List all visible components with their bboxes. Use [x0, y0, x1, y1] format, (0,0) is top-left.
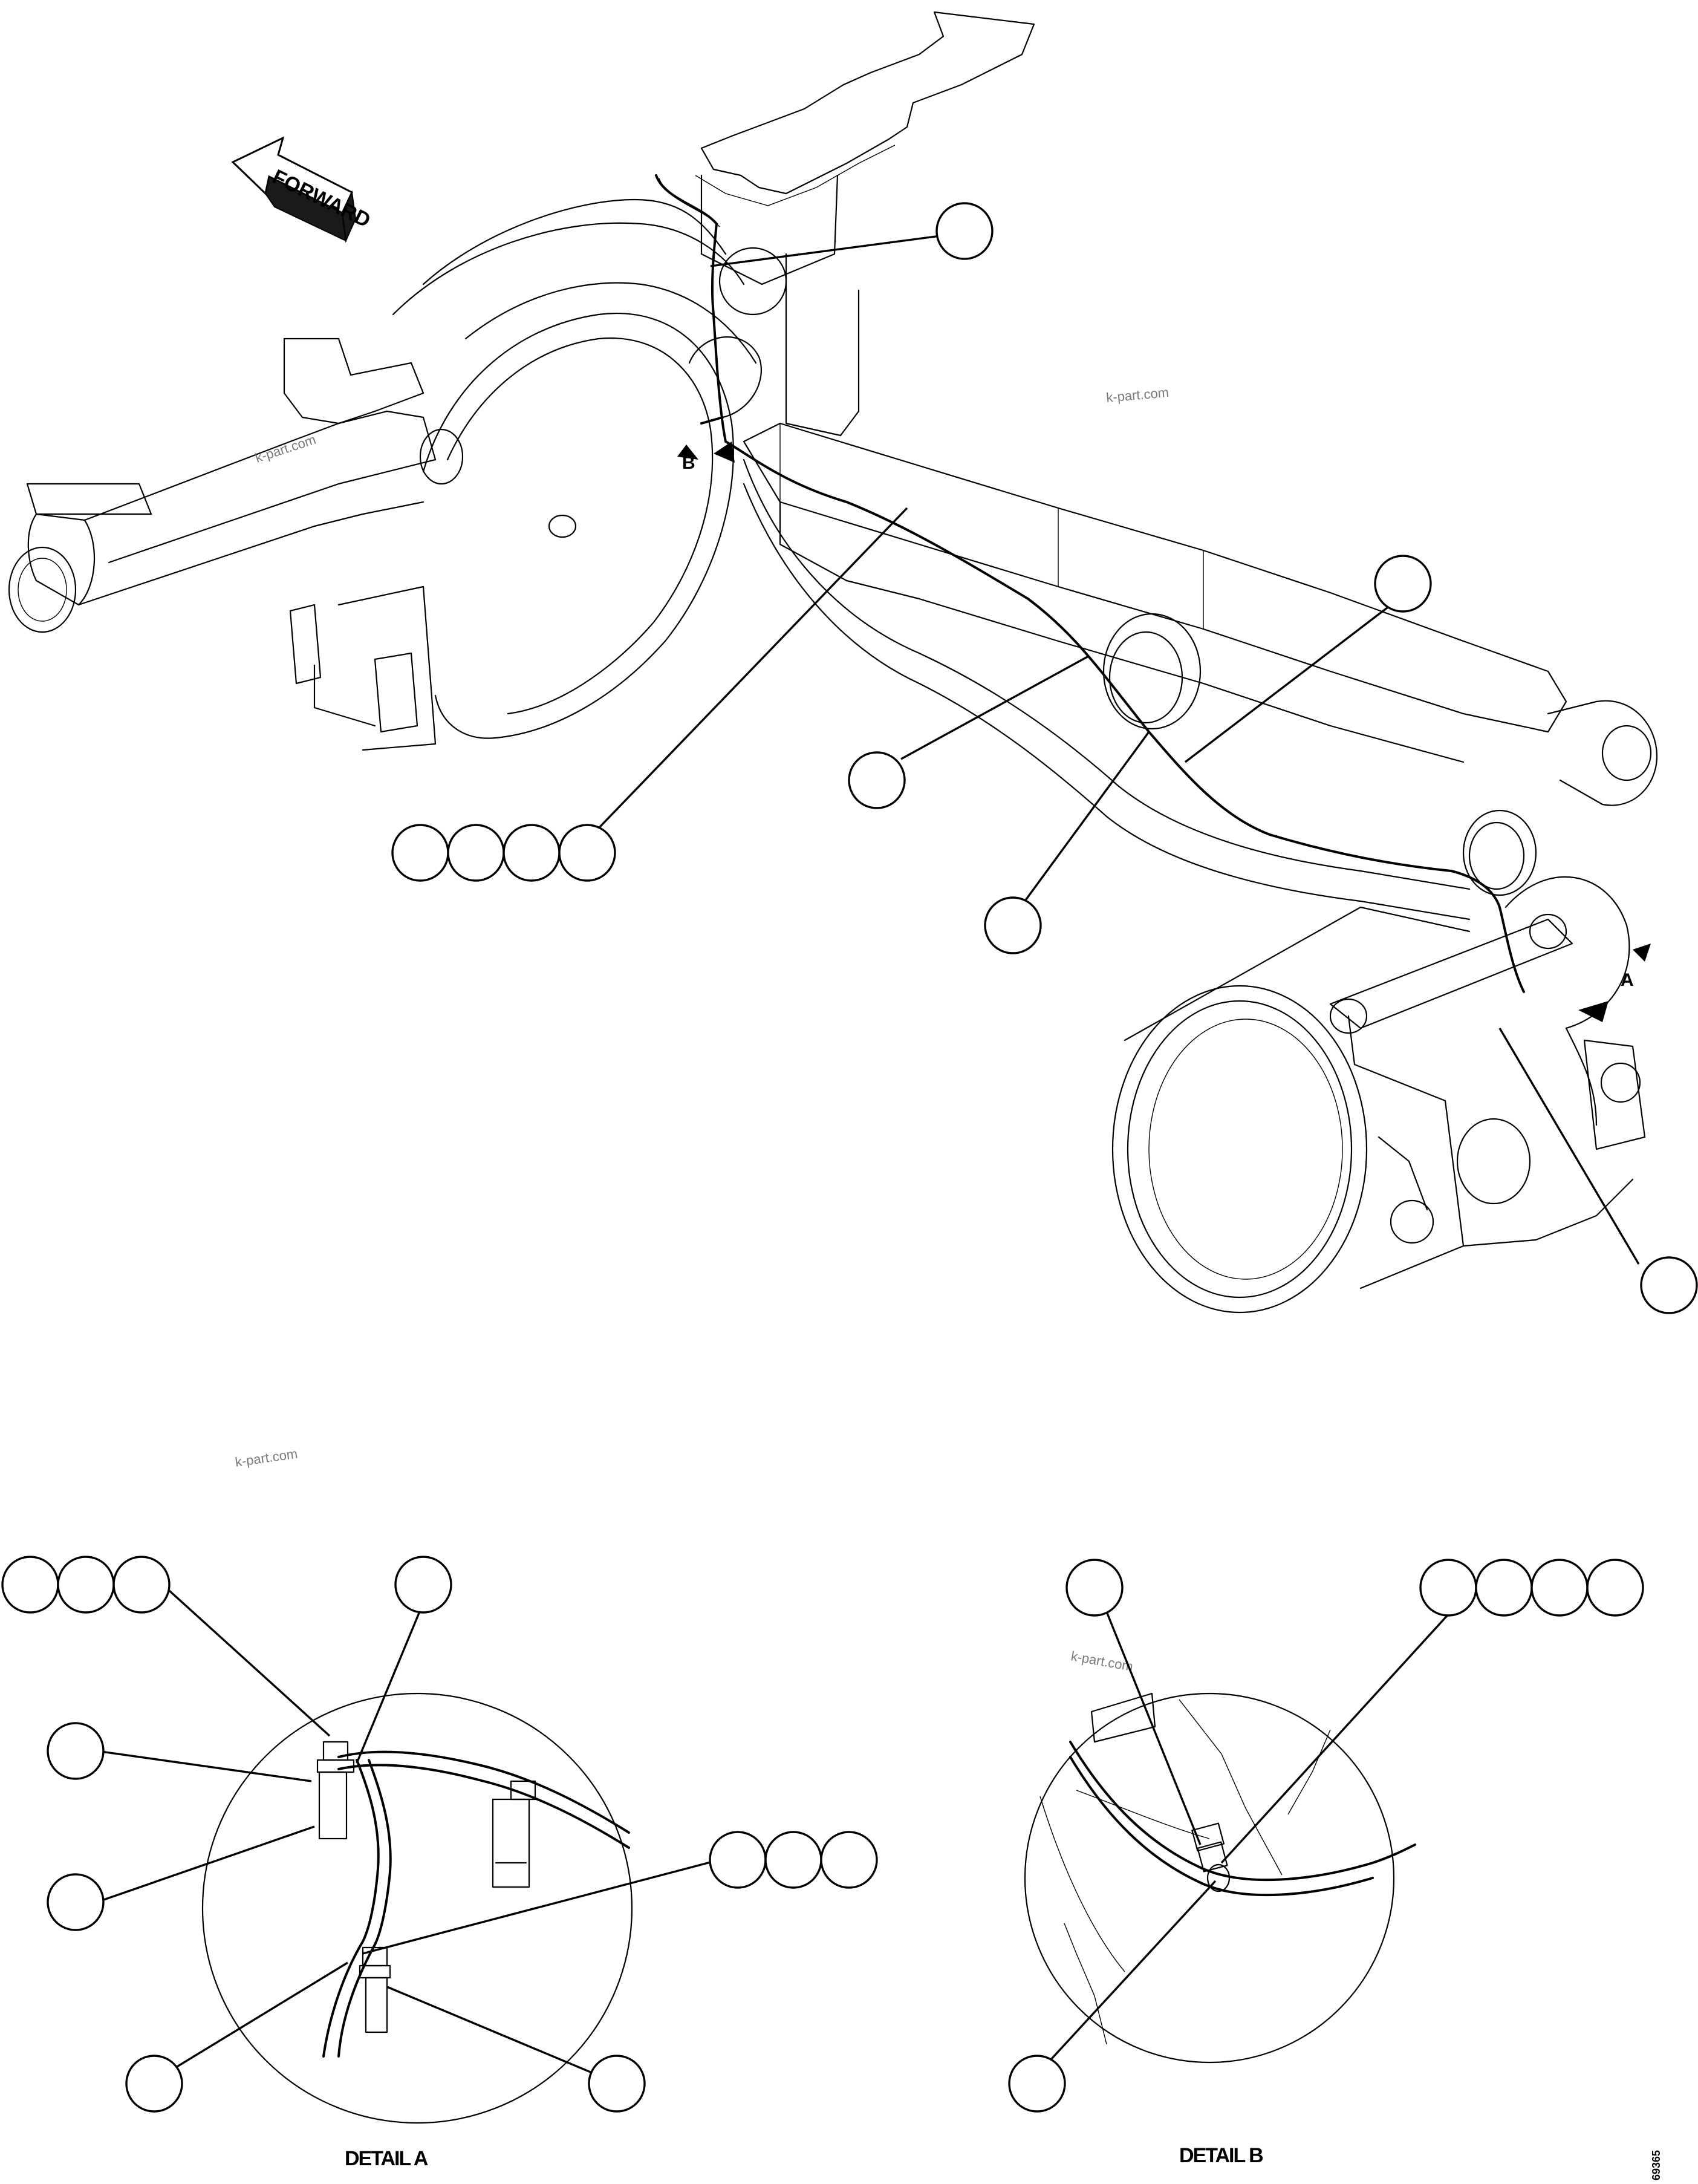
detail-b-letter: B — [682, 453, 695, 473]
watermark-text: k-part.com — [1105, 385, 1169, 405]
callout-balloon — [112, 1556, 171, 1614]
callout-balloons-main — [391, 202, 1698, 1314]
detail-a-letter: A — [1621, 970, 1634, 990]
figure-number: 69365 — [1650, 2150, 1662, 2180]
callout-balloon — [125, 2055, 183, 2113]
callout-balloon — [1008, 2055, 1066, 2113]
callout-balloon — [47, 1873, 105, 1931]
bolt — [318, 1771, 348, 1840]
callout-balloon — [1419, 1559, 1477, 1617]
frame-line-art — [8, 11, 1658, 1314]
callout-balloon — [848, 751, 906, 809]
wiring-harness — [655, 174, 1525, 993]
callout-balloon — [503, 824, 561, 882]
callout-balloon — [391, 824, 449, 882]
callout-balloon — [57, 1556, 115, 1614]
callout-balloon — [558, 824, 616, 882]
callout-balloon — [1475, 1559, 1533, 1617]
callout-balloon — [47, 1722, 105, 1780]
callout-balloon — [1640, 1256, 1698, 1314]
detail-a-title: DETAIL A — [345, 2147, 428, 2170]
callout-balloon — [1530, 1559, 1589, 1617]
watermark-text: k-part.com — [234, 1446, 298, 1470]
detail-b-title: DETAIL B — [1179, 2144, 1263, 2167]
detail-a-view: DETAIL A — [1, 1556, 878, 2170]
bolt — [1191, 1822, 1225, 1852]
detail-a-marker: A — [1504, 876, 1651, 1029]
bolt — [365, 1977, 388, 2033]
callout-balloon — [820, 1831, 878, 1889]
callout-balloon — [709, 1831, 767, 1889]
watermark-text: k-part.com — [1070, 1648, 1134, 1674]
watermark-text: k-part.com — [253, 432, 318, 466]
callout-balloon — [447, 824, 505, 882]
detail-b-marker: B — [677, 336, 762, 473]
forward-arrow: FORWARD — [231, 136, 374, 243]
leader-lines-main — [585, 235, 1640, 1265]
detail-b-view: DETAIL B — [1008, 1559, 1644, 2167]
callout-balloon — [1374, 555, 1432, 613]
callout-balloon — [935, 202, 994, 260]
bolt — [492, 1798, 530, 1888]
callout-balloon — [764, 1831, 822, 1889]
callout-balloon — [1065, 1559, 1124, 1617]
callout-balloon — [1586, 1559, 1644, 1617]
callout-balloon — [1, 1556, 59, 1614]
bolt — [316, 1759, 355, 1773]
bolt — [1197, 1841, 1228, 1873]
bolt — [322, 1741, 349, 1761]
callout-balloon — [588, 2055, 646, 2113]
callout-balloon — [394, 1556, 452, 1614]
callout-balloon — [984, 896, 1042, 954]
